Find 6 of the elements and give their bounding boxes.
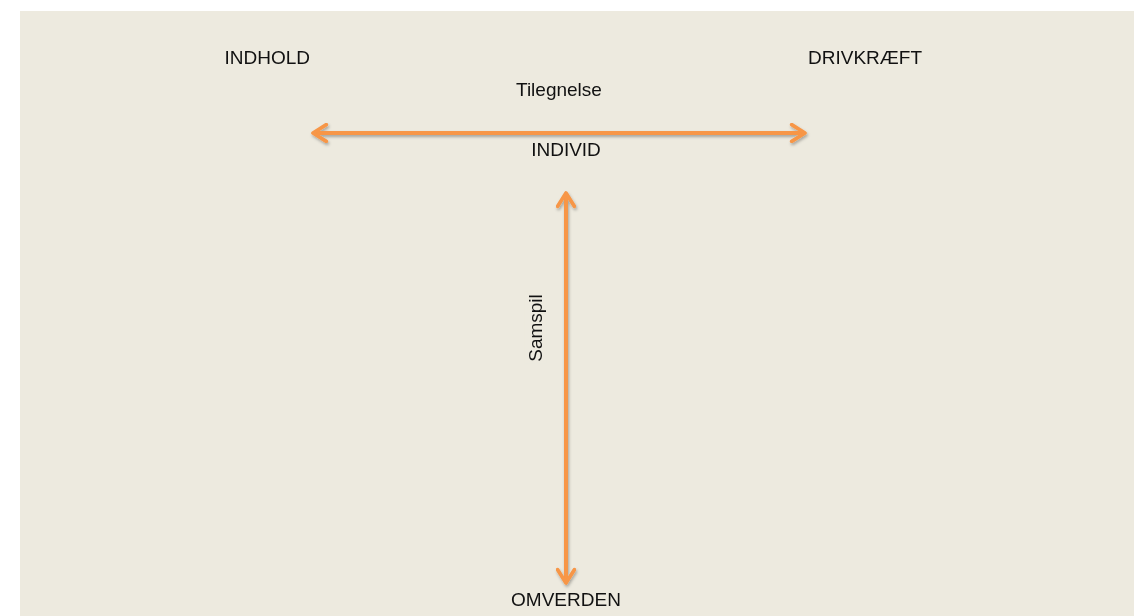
double-arrow xyxy=(311,122,807,144)
node-label: INDIVID xyxy=(531,139,601,161)
node-label: OMVERDEN xyxy=(511,589,621,611)
double-arrow xyxy=(555,191,577,585)
node-label: DRIVKRÆFT xyxy=(808,47,922,69)
node-label: INDHOLD xyxy=(224,47,310,69)
